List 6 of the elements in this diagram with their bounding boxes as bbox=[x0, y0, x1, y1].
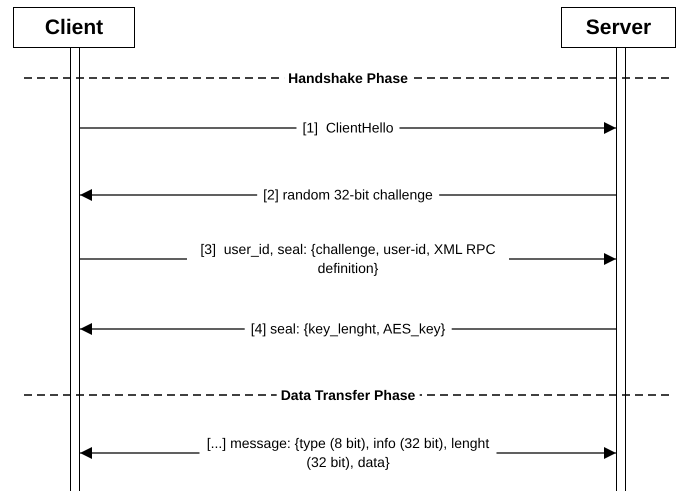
lifeline-bar bbox=[616, 48, 626, 491]
phase-label: Data Transfer Phase bbox=[276, 387, 420, 403]
lifeline-bar bbox=[70, 48, 80, 491]
participant-box: Client bbox=[13, 7, 135, 48]
participant-box: Server bbox=[561, 7, 676, 48]
phase-label: Handshake Phase bbox=[284, 70, 412, 86]
